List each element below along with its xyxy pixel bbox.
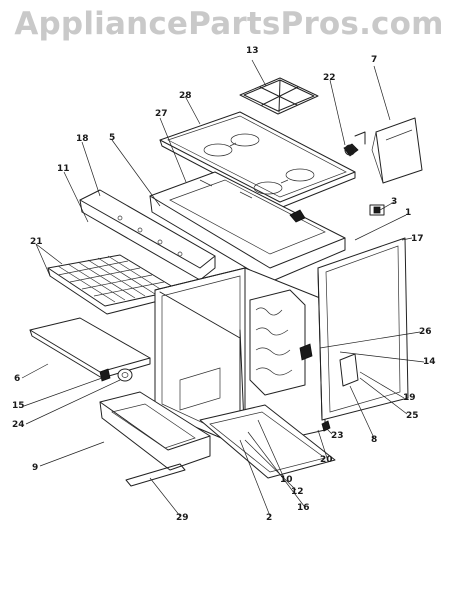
callout-26: 26 [419, 327, 432, 337]
callout-29: 29 [176, 513, 189, 523]
part-igniter [299, 343, 313, 361]
callout-24: 24 [12, 420, 25, 430]
part-terminal [321, 420, 331, 432]
part-knob [117, 368, 133, 382]
part-drawer-rail [125, 463, 186, 487]
callout-11: 11 [57, 164, 70, 174]
callout-8: 8 [371, 435, 377, 445]
callout-labels: 13 28 22 7 27 18 5 11 3 1 17 21 26 14 6 … [12, 46, 436, 523]
callout-3: 3 [391, 197, 397, 207]
callout-9: 9 [32, 463, 38, 473]
callout-14: 14 [423, 357, 436, 367]
callout-21: 21 [30, 237, 43, 247]
callout-18: 18 [76, 134, 89, 144]
callout-12: 12 [291, 487, 304, 497]
callout-15: 15 [12, 401, 25, 411]
callout-2: 2 [266, 513, 272, 523]
callout-1: 1 [405, 208, 411, 218]
part-side-panel [317, 237, 409, 421]
callout-20: 20 [320, 455, 333, 465]
callout-27: 27 [155, 109, 168, 119]
part-bracket [369, 204, 385, 216]
callout-5: 5 [109, 133, 115, 143]
leader-lines [21, 59, 425, 517]
callout-28: 28 [179, 91, 192, 101]
callout-7: 7 [371, 55, 377, 65]
callout-13: 13 [246, 46, 259, 56]
part-thermostat [339, 353, 359, 387]
part-grate [239, 77, 319, 115]
callout-6: 6 [14, 374, 20, 384]
part-storage-drawer [99, 391, 211, 471]
callout-23: 23 [331, 431, 344, 441]
callout-19: 19 [403, 393, 416, 403]
part-oven-bottom [29, 317, 151, 379]
callout-25: 25 [406, 411, 419, 421]
part-valve [343, 131, 366, 157]
callout-22: 22 [323, 73, 336, 83]
part-cooktop [159, 111, 356, 209]
callout-17: 17 [411, 234, 424, 244]
callout-16: 16 [297, 503, 310, 513]
part-burner-box [149, 171, 346, 283]
part-insulation [249, 289, 306, 396]
callout-10: 10 [280, 475, 293, 485]
part-side-trim [371, 117, 423, 184]
